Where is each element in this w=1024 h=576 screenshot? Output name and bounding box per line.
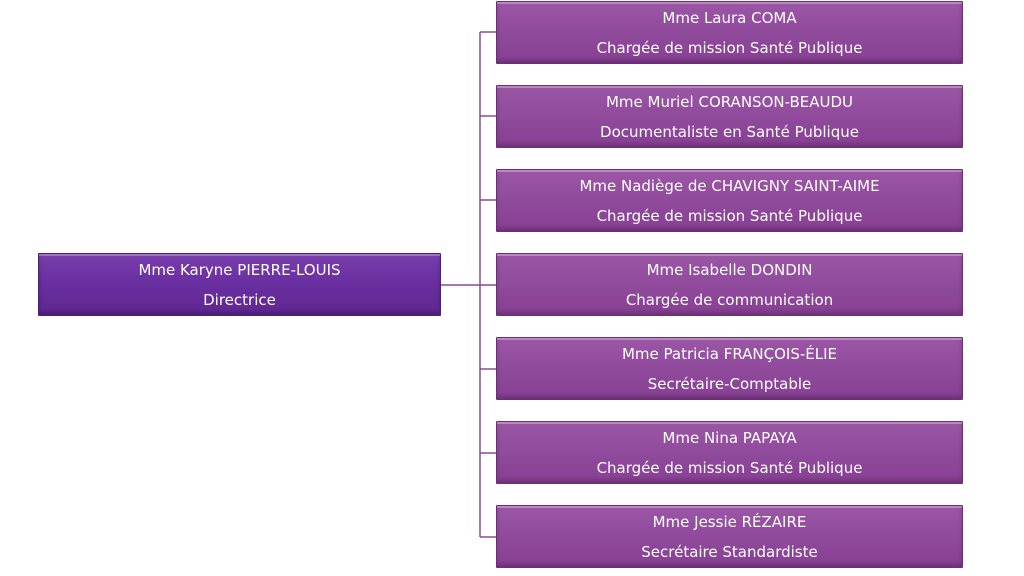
node-role: Chargée de communication (625, 290, 834, 309)
node-role: Chargée de mission Santé Publique (596, 206, 863, 225)
node-name: Mme Isabelle DONDIN (646, 260, 813, 279)
org-node-staff: Mme Laura COMA Chargée de mission Santé … (496, 1, 963, 64)
node-role: Documentaliste en Santé Publique (600, 122, 859, 141)
node-name: Mme Karyne PIERRE-LOUIS (138, 260, 341, 279)
node-role: Directrice (203, 290, 276, 309)
org-node-staff: Mme Nadiège de CHAVIGNY SAINT-AIME Charg… (496, 169, 963, 232)
node-role: Secrétaire Standardiste (641, 542, 818, 561)
org-node-staff: Mme Patricia FRANÇOIS-ÉLIE Secrétaire-Co… (496, 337, 963, 400)
node-name: Mme Nina PAPAYA (662, 428, 797, 447)
node-name: Mme Nadiège de CHAVIGNY SAINT-AIME (579, 176, 880, 195)
node-role: Chargée de mission Santé Publique (596, 458, 863, 477)
node-name: Mme Patricia FRANÇOIS-ÉLIE (621, 344, 837, 363)
org-node-staff: Mme Muriel CORANSON-BEAUDU Documentalist… (496, 85, 963, 148)
node-name: Mme Laura COMA (662, 8, 797, 27)
node-name: Mme Muriel CORANSON-BEAUDU (605, 92, 854, 111)
org-node-staff: Mme Jessie RÉZAIRE Secrétaire Standardis… (496, 505, 963, 568)
org-node-staff: Mme Isabelle DONDIN Chargée de communica… (496, 253, 963, 316)
org-node-directrice: Mme Karyne PIERRE-LOUIS Directrice (38, 253, 441, 316)
node-role: Chargée de mission Santé Publique (596, 38, 863, 57)
node-role: Secrétaire-Comptable (647, 374, 812, 393)
org-node-staff: Mme Nina PAPAYA Chargée de mission Santé… (496, 421, 963, 484)
node-name: Mme Jessie RÉZAIRE (652, 512, 807, 531)
